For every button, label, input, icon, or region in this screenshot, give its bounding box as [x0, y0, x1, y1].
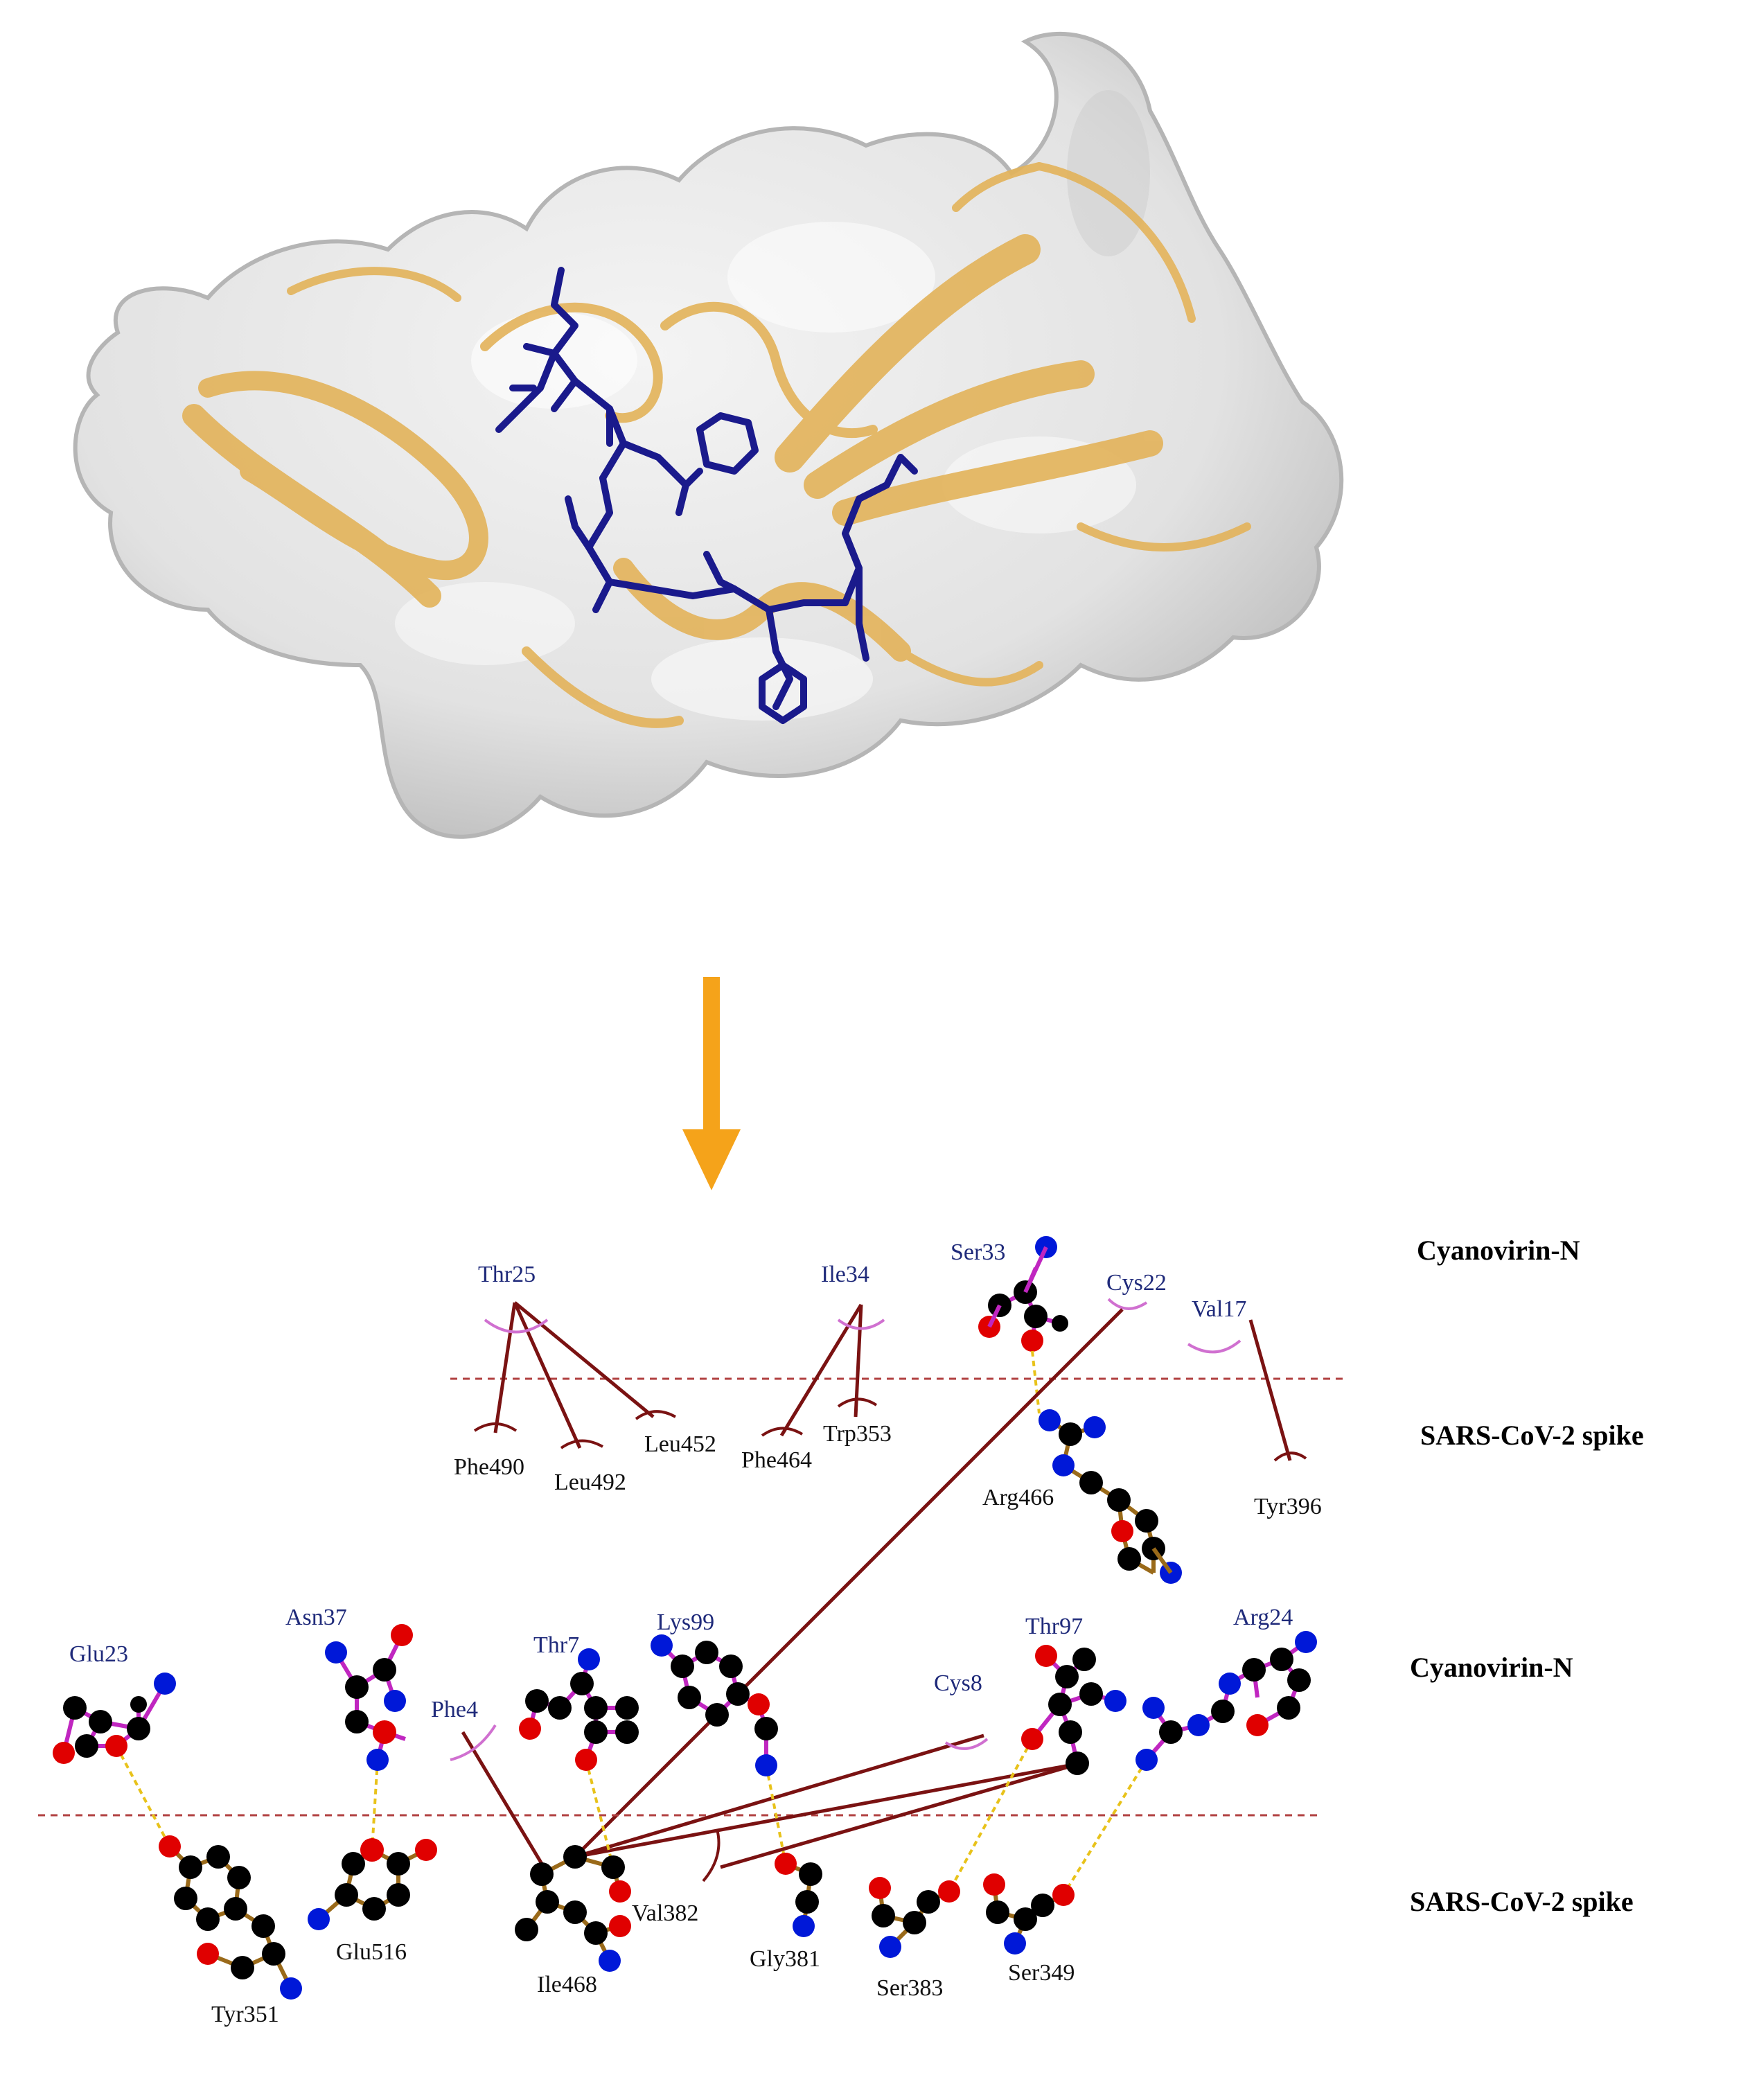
label-thr97: Thr97 — [1025, 1614, 1083, 1639]
ser33-molecule — [978, 1236, 1068, 1414]
asn37-molecule — [325, 1624, 413, 1771]
panel-label-top-receptor: Cyanovirin-N — [1417, 1235, 1580, 1266]
label-thr25: Thr25 — [478, 1262, 536, 1287]
glu23-molecule — [53, 1673, 176, 1764]
label-cys22: Cys22 — [1106, 1270, 1167, 1296]
hydrophobic-contacts — [461, 1731, 1081, 1869]
peptide-ligand-sticks — [495, 267, 918, 724]
receptor-hydrophobic-arcs — [484, 1298, 1241, 1354]
label-leu492: Leu492 — [554, 1470, 626, 1495]
down-arrow — [682, 977, 741, 1190]
glu516-molecule — [308, 1838, 437, 1930]
thr97-molecule — [1021, 1645, 1126, 1775]
hydrogen-bonds — [115, 1738, 1148, 1896]
thr7-molecule — [519, 1648, 639, 1771]
label-tyr351: Tyr351 — [211, 2002, 279, 2027]
label-glu516: Glu516 — [336, 1939, 407, 1965]
tyr351-molecule — [159, 1835, 302, 2000]
label-gly381: Gly381 — [750, 1946, 820, 1972]
panel-label-top-ligand: SARS-CoV-2 spike — [1420, 1420, 1644, 1451]
top-interaction-panel: Thr25 Ile34 Ser33 Cys22 Val17 Phe490 Leu… — [450, 1235, 1644, 1584]
label-arg24: Arg24 — [1233, 1605, 1293, 1630]
label-phe4: Phe4 — [431, 1697, 478, 1722]
label-lys99: Lys99 — [657, 1609, 714, 1635]
panel-label-bottom-ligand: SARS-CoV-2 spike — [1410, 1886, 1634, 1917]
label-ser33: Ser33 — [951, 1239, 1005, 1265]
label-ser383: Ser383 — [876, 1975, 943, 2001]
label-thr7: Thr7 — [533, 1632, 579, 1658]
lys99-molecule — [651, 1634, 778, 1776]
label-glu23: Glu23 — [69, 1641, 128, 1667]
label-cys8: Cys8 — [934, 1670, 982, 1696]
ser349-molecule — [983, 1873, 1075, 1955]
hydrophobic-contacts — [493, 1301, 1292, 1461]
bottom-interaction-panel: Glu23 Asn37 Phe4 Thr7 Lys99 Cys8 Thr97 A… — [38, 1605, 1634, 2027]
label-val17: Val17 — [1192, 1296, 1246, 1322]
arg466-molecule — [1039, 1409, 1182, 1584]
label-leu452: Leu452 — [644, 1431, 716, 1457]
ligand-hydrophobic-arcs — [702, 1828, 721, 1882]
gly381-molecule — [775, 1853, 822, 1937]
label-phe464: Phe464 — [741, 1447, 812, 1473]
label-tyr396: Tyr396 — [1254, 1494, 1322, 1519]
protein-structure-render — [73, 31, 1344, 839]
arg24-molecule — [1135, 1631, 1317, 1771]
label-arg466: Arg466 — [982, 1485, 1054, 1510]
ribbon-cartoon — [182, 162, 1251, 728]
label-ser349: Ser349 — [1008, 1960, 1075, 1986]
ser383-molecule — [869, 1877, 960, 1958]
label-ile34: Ile34 — [821, 1262, 869, 1287]
label-asn37: Asn37 — [285, 1605, 347, 1630]
label-val382: Val382 — [632, 1900, 698, 1926]
ile468-molecule — [515, 1845, 631, 1972]
label-phe490: Phe490 — [454, 1454, 524, 1480]
cys22-ile468-contact — [574, 1308, 1124, 1858]
label-trp353: Trp353 — [823, 1421, 892, 1447]
ligand-hydrophobic-arcs — [473, 1397, 1307, 1462]
label-ile468: Ile468 — [537, 1972, 597, 1997]
receptor-hydrophobic-arcs — [450, 1724, 989, 1761]
panel-label-bottom-receptor: Cyanovirin-N — [1410, 1652, 1573, 1683]
